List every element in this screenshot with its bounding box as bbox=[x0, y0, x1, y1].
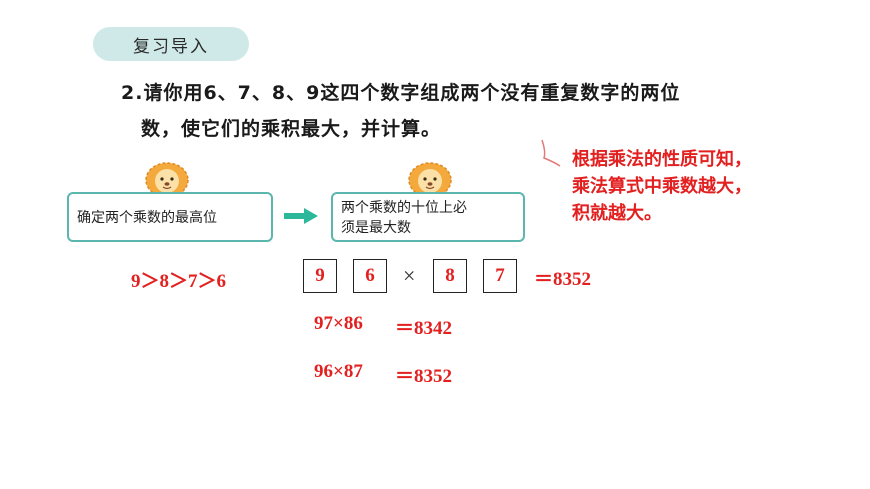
times-sign: × bbox=[403, 263, 416, 288]
note-bracket bbox=[541, 139, 561, 167]
calc-1-expression: 97×86 bbox=[314, 313, 363, 334]
calc-2-result: ＝8352 bbox=[395, 366, 453, 387]
note-line-3: 积就越大。 bbox=[572, 203, 662, 224]
digit-box-2: 6 bbox=[353, 259, 387, 293]
step-box-2-line-2: 须是最大数 bbox=[341, 220, 411, 236]
digit-box-4: 7 bbox=[483, 259, 517, 293]
calc-1-result: ＝8342 bbox=[395, 318, 453, 339]
arrow-right-icon bbox=[284, 208, 318, 224]
note-line-1: 根据乘法的性质可知， bbox=[572, 149, 752, 170]
step-box-2-line-1: 两个乘数的十位上必 bbox=[341, 200, 467, 216]
section-pill-label: 复习导入 bbox=[133, 36, 209, 57]
box-product-result: ＝8352 bbox=[534, 269, 592, 290]
step-box-2: 两个乘数的十位上必 须是最大数 bbox=[331, 192, 525, 242]
lion-icon bbox=[408, 162, 452, 194]
step-box-1-text: 确定两个乘数的最高位 bbox=[77, 210, 217, 226]
lion-icon bbox=[145, 162, 189, 194]
question-line-2: 数，使它们的乘积最大，并计算。 bbox=[141, 118, 442, 140]
digit-box-1: 9 bbox=[303, 259, 337, 293]
section-pill: 复习导入 bbox=[93, 27, 249, 61]
property-note: 根据乘法的性质可知， 乘法算式中乘数越大， 积就越大。 bbox=[572, 146, 812, 227]
question-line-1: 2.请你用6、7、8、9这四个数字组成两个没有重复数字的两位 bbox=[121, 82, 681, 104]
digit-ordering: 9＞8＞7＞6 bbox=[131, 271, 227, 292]
note-line-2: 乘法算式中乘数越大， bbox=[572, 176, 752, 197]
digit-box-3: 8 bbox=[433, 259, 467, 293]
step-box-1: 确定两个乘数的最高位 bbox=[67, 192, 273, 242]
calc-2-expression: 96×87 bbox=[314, 361, 363, 382]
